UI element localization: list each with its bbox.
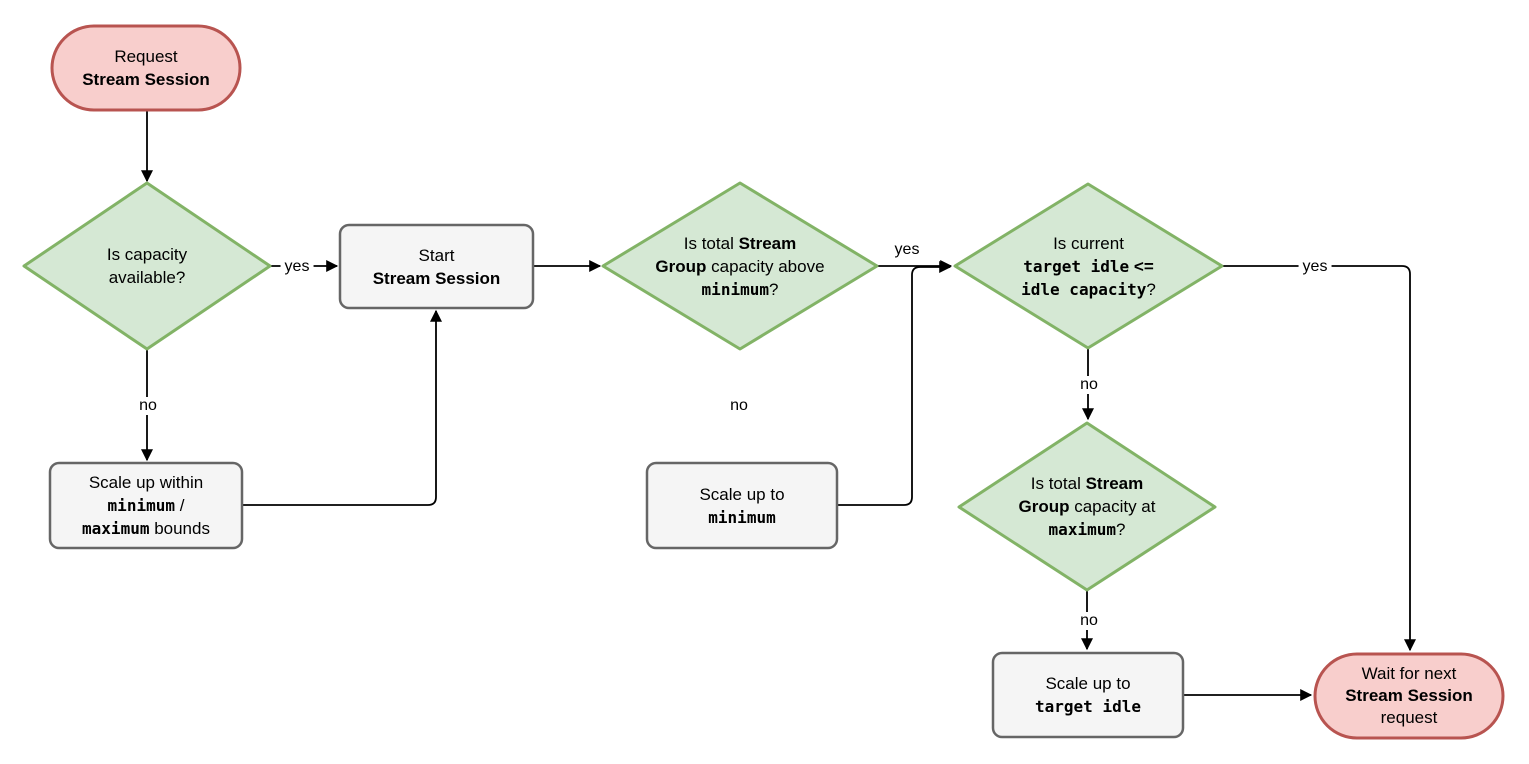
- edge-scalewithin-to-start: [242, 309, 442, 506]
- wait-terminal-shape: [1313, 652, 1505, 740]
- capacity-available-decision-shape: [22, 181, 272, 351]
- scale-within-bounds-process-shape: [48, 461, 244, 550]
- scale-to-target-idle-process-shape: [991, 651, 1185, 739]
- start-session-process-shape: [338, 223, 535, 310]
- target-idle-decision-shape: [953, 182, 1224, 350]
- at-maximum-decision-shape: [957, 421, 1217, 592]
- above-minimum-decision-shape: [601, 181, 879, 351]
- edge-targetidle-yes: [1222, 265, 1416, 652]
- request-terminal-shape: [50, 24, 242, 112]
- edge-scalemin-to-targetidle: [837, 261, 952, 506]
- edges-group: [141, 110, 1416, 701]
- scale-to-minimum-process-shape: [645, 461, 839, 550]
